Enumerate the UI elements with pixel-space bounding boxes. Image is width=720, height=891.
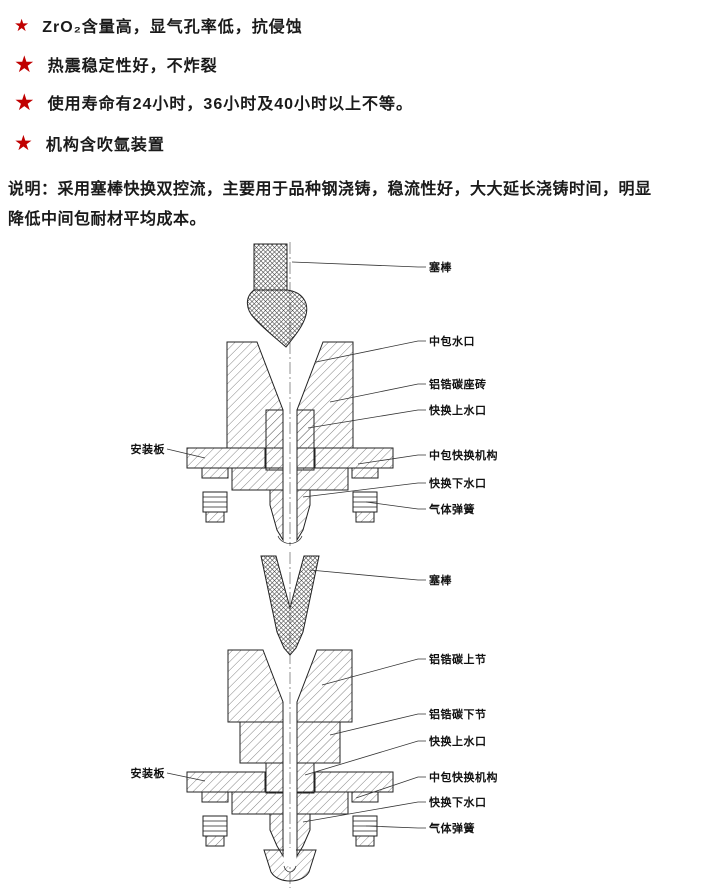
lower-nozzle-drawing — [269, 489, 311, 544]
upper-nozzle-drawing — [265, 762, 315, 794]
mounting-plate-drawing — [186, 447, 394, 469]
feature-text: ZrO₂含量高，显气孔率低，抗侵蚀 — [42, 19, 303, 36]
feature-item: ★ 热震稳定性好，不炸裂 — [14, 52, 218, 76]
label-quick-change-mechanism: 中包快换机构 — [429, 770, 498, 784]
quick-change-mechanism-drawing — [201, 791, 379, 815]
feature-text: 机构含吹氩装置 — [45, 137, 165, 154]
label-stopper-rod: 塞棒 — [428, 573, 452, 587]
gas-spring-drawing — [202, 491, 378, 523]
star-bullet-icon: ★ — [14, 131, 33, 155]
lower-nozzle-drawing — [263, 813, 317, 882]
label-gas-spring: 气体弹簧 — [428, 502, 475, 516]
label-seat-brick: 铝锆碳座砖 — [429, 377, 487, 391]
quick-change-mechanism-drawing — [201, 467, 379, 491]
description-text: 说明：采用塞棒快换双控流，主要用于品种钢浇铸，稳流性好，大大延长浇铸时间，明显降… — [8, 181, 652, 228]
label-tundish-nozzle: 中包水口 — [429, 334, 475, 348]
star-bullet-icon: ★ — [14, 15, 30, 35]
feature-item: ★ 使用寿命有24小时，36小时及40小时以上不等。 — [14, 90, 413, 114]
label-mounting-plate: 安装板 — [131, 766, 166, 780]
diagram2-callouts: 塞棒 铝锆碳上节 铝锆碳下节 快换上水口 中包快换机构 快换下水口 气体弹簧 安… — [131, 569, 498, 835]
star-bullet-icon: ★ — [14, 88, 35, 115]
feature-item: ★ ZrO₂含量高，显气孔率低，抗侵蚀 — [14, 13, 303, 37]
star-bullet-icon: ★ — [14, 50, 35, 77]
feature-item: ★ 机构含吹氩装置 — [14, 131, 165, 155]
feature-text: 热震稳定性好，不炸裂 — [47, 58, 218, 75]
stopper-rod-drawing — [246, 243, 308, 348]
label-upper-section: 铝锆碳上节 — [429, 652, 487, 666]
upper-section-drawing — [227, 649, 353, 723]
label-upper-nozzle: 快换上水口 — [428, 403, 487, 417]
stopper-assembly-diagram-2: 塞棒 铝锆碳上节 铝锆碳下节 快换上水口 中包快换机构 快换下水口 气体弹簧 安… — [131, 552, 498, 888]
diagram1-callouts: 塞棒 中包水口 铝锆碳座砖 快换上水口 中包快换机构 快换下水口 气体弹簧 安装… — [131, 260, 498, 516]
label-lower-nozzle: 快换下水口 — [428, 476, 487, 490]
mounting-plate-drawing — [186, 771, 394, 793]
label-lower-section: 铝锆碳下节 — [429, 707, 487, 721]
label-upper-nozzle: 快换上水口 — [428, 734, 487, 748]
lower-section-drawing — [239, 721, 341, 764]
stopper-assembly-diagram-1: 塞棒 中包水口 铝锆碳座砖 快换上水口 中包快换机构 快换下水口 气体弹簧 安装… — [131, 242, 498, 546]
label-mounting-plate: 安装板 — [131, 442, 166, 456]
feature-text: 使用寿命有24小时，36小时及40小时以上不等。 — [47, 96, 414, 113]
label-gas-spring: 气体弹簧 — [428, 821, 475, 835]
label-quick-change-mechanism: 中包快换机构 — [429, 448, 498, 462]
label-stopper-rod: 塞棒 — [428, 260, 452, 274]
gas-spring-drawing — [202, 815, 378, 847]
stopper-rod-drawing — [260, 555, 320, 656]
label-lower-nozzle: 快换下水口 — [428, 795, 487, 809]
